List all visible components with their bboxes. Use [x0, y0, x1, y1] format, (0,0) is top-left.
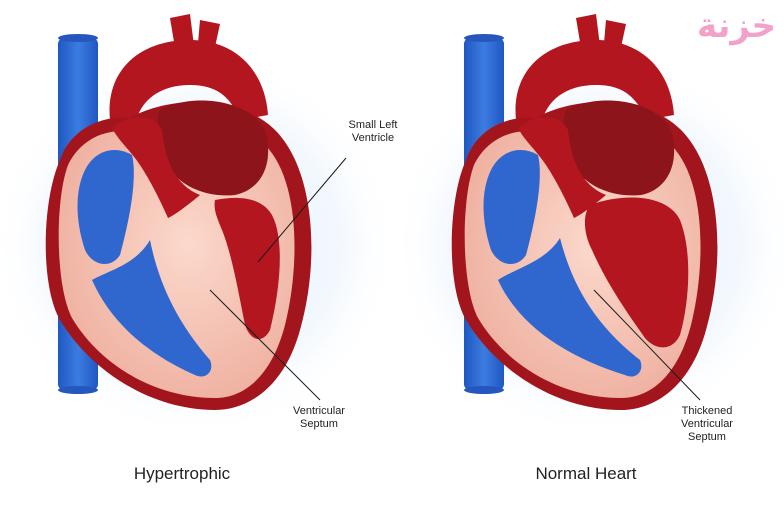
- leader-small-left-ventricle: [257, 157, 347, 263]
- vena-cava-top: [464, 34, 504, 42]
- aorta-arch: [109, 40, 268, 125]
- upper-chamber-wall: [518, 117, 606, 218]
- title-hypertrophic: Hypertrophic: [133, 464, 231, 483]
- title-normal-heart: Normal Heart: [535, 464, 637, 483]
- vena-cava-bottom: [464, 386, 504, 394]
- label-small-left-ventricle: Small Left Ventricle: [348, 119, 398, 144]
- leader-ventricular-septum: [209, 289, 321, 401]
- right-atrium: [483, 150, 540, 265]
- small-left-ventricle: [214, 197, 280, 340]
- right-ventricle: [92, 240, 212, 377]
- hypertrophic-heart: [0, 14, 400, 440]
- vena-cava-bottom: [58, 386, 98, 394]
- upper-chamber-wall: [112, 117, 200, 218]
- normal-heart: [390, 14, 784, 440]
- right-ventricle: [498, 238, 642, 377]
- leader-thickened-ventricular-septum: [593, 289, 701, 401]
- label-ventricular-septum: Ventricular Septum: [293, 405, 345, 430]
- left-ventricle: [584, 197, 689, 348]
- left-atrium: [157, 100, 269, 196]
- vena-cava-top: [58, 34, 98, 42]
- watermark-logo: خزنة: [696, 6, 776, 46]
- right-atrium: [77, 150, 134, 265]
- label-thickened-ventricular-septum: Thickened Ventricular Septum: [681, 405, 733, 443]
- left-atrium: [563, 100, 675, 196]
- aorta-arch: [515, 40, 674, 125]
